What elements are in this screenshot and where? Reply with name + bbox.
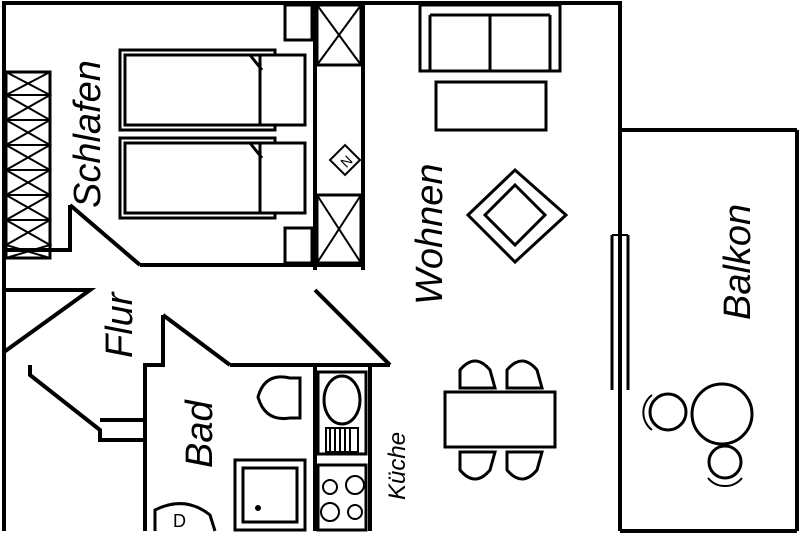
balcony-door	[610, 234, 630, 390]
balcony-table	[642, 382, 754, 488]
dining-set	[443, 359, 557, 481]
label-balkon: Balkon	[717, 204, 759, 320]
wardrobe-left	[3, 70, 53, 260]
inner-walls	[2, 3, 392, 531]
armchair	[465, 167, 569, 265]
label-flur: Flur	[99, 291, 141, 358]
sofa	[418, 3, 562, 73]
kitchen-fixtures	[316, 370, 368, 532]
label-bad: Bad	[179, 399, 221, 468]
svg-text:D: D	[173, 511, 186, 531]
label-schlafen: Schlafen	[67, 60, 109, 208]
label-kueche: Küche	[384, 432, 411, 500]
coffee-table	[434, 80, 548, 132]
double-bed	[118, 3, 314, 265]
wardrobe-right: N	[315, 3, 363, 265]
label-wohnen: Wohnen	[409, 163, 451, 305]
bathroom-fixtures: D	[153, 375, 307, 532]
